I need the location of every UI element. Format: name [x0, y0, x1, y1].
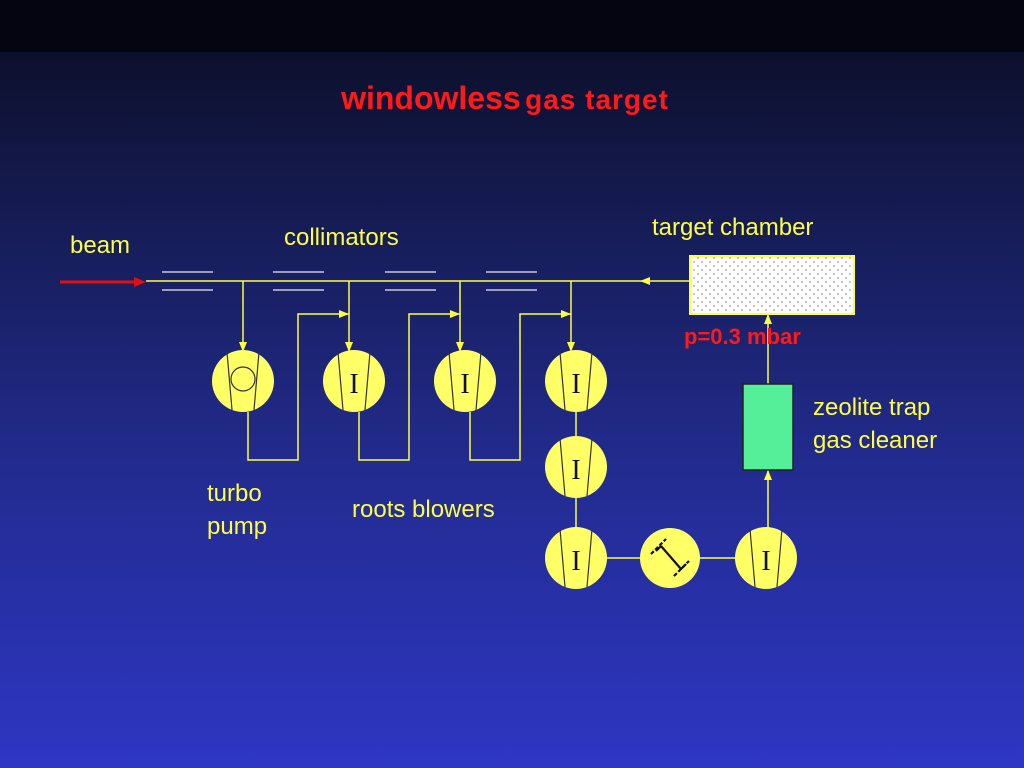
roots-blower-5: I	[545, 527, 607, 589]
pump-symbol: I	[571, 546, 580, 577]
target-chamber	[689, 255, 855, 315]
pump-symbol: I	[460, 369, 469, 400]
pump-symbol: I	[349, 369, 358, 400]
title-main: windowless	[341, 80, 521, 116]
title-sub: gas target	[525, 84, 669, 115]
collimators-label: collimators	[284, 224, 399, 251]
collimator-2	[273, 271, 324, 291]
roots-blowers-label: roots blowers	[352, 496, 495, 523]
pump-symbol: I	[761, 546, 770, 577]
roots-blower-1: I	[323, 350, 385, 412]
collimators	[162, 271, 537, 291]
roots-blower-2: I	[434, 350, 496, 412]
turbo-label-line2: pump	[207, 513, 268, 540]
roots-blower-3: I	[545, 350, 607, 412]
beam-arrow	[60, 277, 146, 287]
top-band	[0, 0, 1024, 52]
roots-blower-4: I	[545, 436, 607, 498]
collimator-3	[385, 271, 436, 291]
collimator-4	[486, 271, 537, 291]
target-chamber-label: target chamber	[652, 214, 814, 241]
turbo-label-line1: turbo	[207, 480, 262, 507]
flow-arrows	[239, 310, 772, 480]
slide-title: windowless gas target	[0, 80, 1010, 117]
pump-symbol: I	[571, 369, 580, 400]
collimator-1	[162, 271, 213, 291]
piping	[242, 281, 769, 559]
pump-symbol: I	[571, 455, 580, 486]
roots-blower-6: I	[735, 527, 797, 589]
beam-label: beam	[70, 232, 131, 259]
zeolite-label-line1: zeolite trap	[813, 394, 931, 421]
zeolite-trap	[742, 383, 794, 471]
turbo-pump	[212, 350, 274, 412]
compressor-pump	[640, 528, 700, 588]
flow-arrow-left	[640, 277, 650, 285]
pressure-label: p=0.3 mbar	[684, 324, 801, 349]
zeolite-label-line2: gas cleaner	[813, 427, 938, 454]
